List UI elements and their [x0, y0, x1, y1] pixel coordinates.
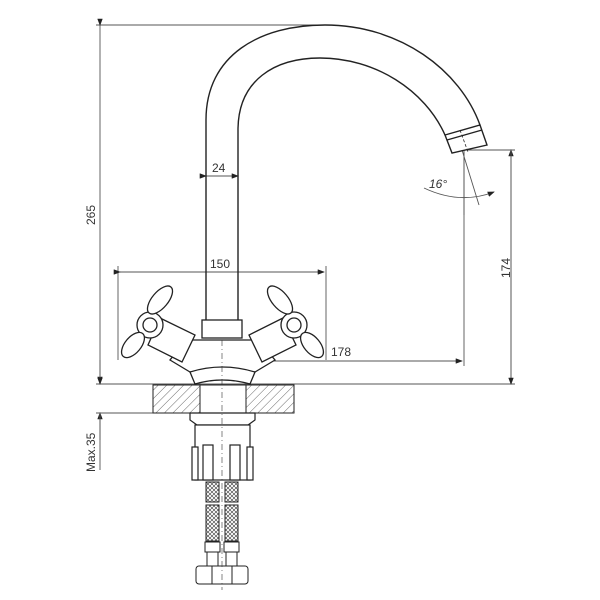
spout [205, 24, 488, 320]
dim-spout-height: 174 [499, 257, 513, 278]
dim-handle-span: 150 [210, 257, 231, 271]
mounting-hardware [189, 412, 256, 481]
countertop-section [152, 384, 295, 414]
dim-body-diameter: 24 [212, 161, 226, 175]
faucet-body [169, 319, 276, 385]
dim-overall-height: 265 [84, 204, 98, 225]
dim-spout-angle: 16° [429, 177, 448, 191]
dim-spout-reach: 178 [331, 345, 352, 359]
dim-countertop-thickness: Max.35 [84, 432, 98, 472]
right-handle [248, 285, 325, 363]
left-handle [120, 285, 196, 363]
